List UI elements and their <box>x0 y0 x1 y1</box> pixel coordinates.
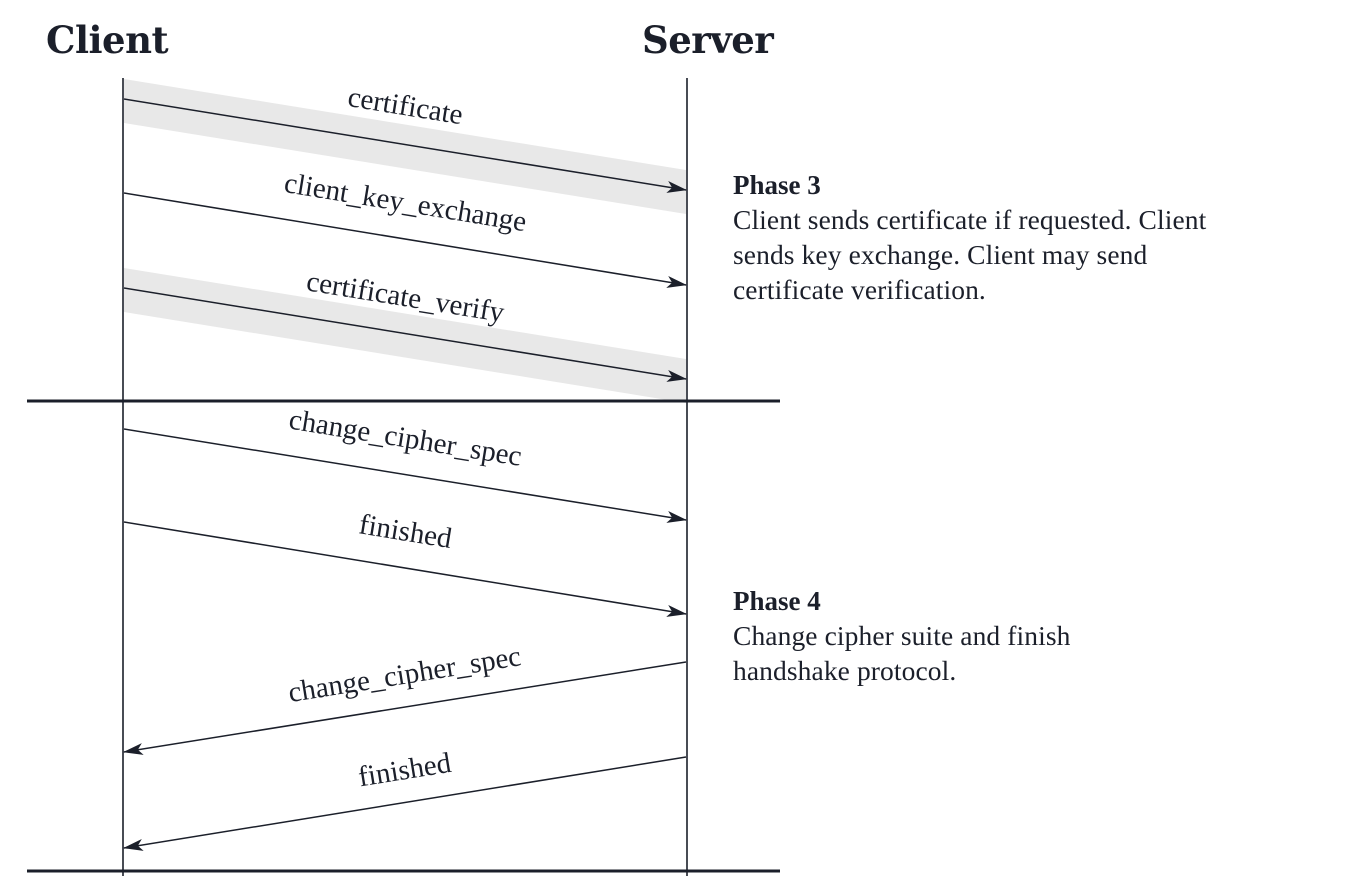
highlight-bands <box>124 79 686 403</box>
message-arrow <box>123 756 687 851</box>
phase-3-text-line: certificate verification. <box>733 274 986 305</box>
message-label: finished <box>357 508 455 555</box>
message-arrows <box>123 98 687 851</box>
phase-4-text-line: Change cipher suite and finish <box>733 620 1071 651</box>
phase-3-description: Phase 3 Client sends certificate if requ… <box>733 168 1333 307</box>
message-arrow <box>123 521 687 617</box>
message-highlight-band <box>124 79 686 214</box>
message-arrow <box>123 192 687 288</box>
message-highlight-band <box>124 268 686 403</box>
message-labels: certificateclient_key_exchangecertificat… <box>282 81 529 793</box>
phase-3-text: Client sends certificate if requested. C… <box>733 202 1333 307</box>
phase-3-text-line: sends key exchange. Client may send <box>733 239 1148 270</box>
phase-4-description: Phase 4 Change cipher suite and finish h… <box>733 584 1333 688</box>
server-heading: Server <box>642 18 774 62</box>
phase-4-text-line: handshake protocol. <box>733 655 957 686</box>
phase-3-title: Phase 3 <box>733 170 821 200</box>
client-heading: Client <box>46 18 169 62</box>
message-label: finished <box>356 747 454 794</box>
message-arrow <box>123 428 687 523</box>
message-arrow <box>123 287 687 382</box>
message-arrow <box>123 98 687 193</box>
message-arrow <box>123 661 687 755</box>
phase-4-title: Phase 4 <box>733 586 821 616</box>
phase-4-text: Change cipher suite and finish handshake… <box>733 618 1333 688</box>
message-label: change_cipher_spec <box>286 640 523 709</box>
phase-3-text-line: Client sends certificate if requested. C… <box>733 204 1207 235</box>
message-label: change_cipher_spec <box>287 404 524 473</box>
